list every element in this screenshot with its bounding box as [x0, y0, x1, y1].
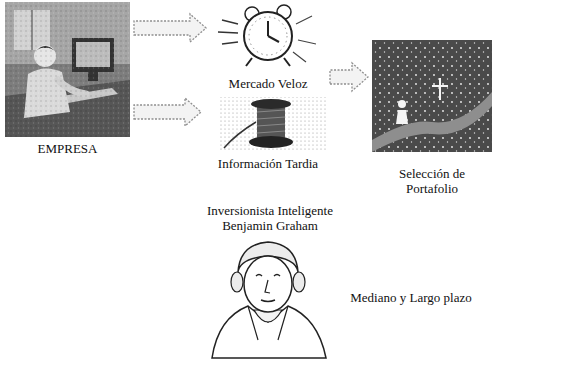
spool-top [251, 99, 291, 109]
picture-node: Mercado Veloz [210, 0, 326, 91]
shake-lines [293, 16, 316, 62]
graham-portrait [212, 242, 326, 358]
spool-picture [218, 97, 328, 151]
clock-hand [268, 36, 279, 42]
thread-wraps [257, 110, 285, 133]
flying-clock [218, 5, 316, 66]
photo-grain [5, 2, 130, 137]
spool-base [249, 136, 293, 148]
picture-caption: Selección de Portafolio [386, 166, 478, 196]
block-arrow [134, 98, 201, 126]
picture-node: Información Tardia [205, 96, 331, 171]
face [244, 256, 292, 312]
clock-face [244, 12, 292, 60]
cross-mark [432, 78, 448, 100]
clock-hand [267, 21, 269, 36]
night-sky [372, 40, 492, 152]
portfolio-picture [372, 40, 492, 152]
motion-lines [218, 20, 238, 44]
block-arrow [134, 14, 206, 42]
picture-caption: Mercado Veloz [229, 76, 308, 91]
figure-head [398, 100, 406, 108]
jacket [212, 306, 326, 358]
clock-legs [246, 58, 290, 66]
dotted-ground [218, 97, 328, 151]
light-band [372, 92, 492, 152]
mouth [261, 300, 275, 302]
picture-caption: EMPRESA [38, 141, 98, 156]
caption-label: Mediano y Largo plazo [336, 290, 486, 305]
figure-body [396, 110, 408, 124]
photo-ground [5, 2, 130, 137]
office-photo [5, 2, 130, 137]
clock-ticks [249, 17, 287, 55]
nose [265, 280, 270, 293]
eyes [256, 275, 280, 277]
spool-body [257, 104, 285, 140]
caption-label: Inversionista Inteligente Benjamin Graha… [185, 203, 355, 233]
hair-curl [293, 272, 305, 292]
picture-caption: Información Tardia [218, 156, 318, 171]
block-arrow [330, 63, 368, 91]
hair-curl [231, 272, 243, 292]
picture-node: Selección de Portafolio [372, 40, 492, 196]
picture-node: EMPRESA [5, 2, 130, 156]
